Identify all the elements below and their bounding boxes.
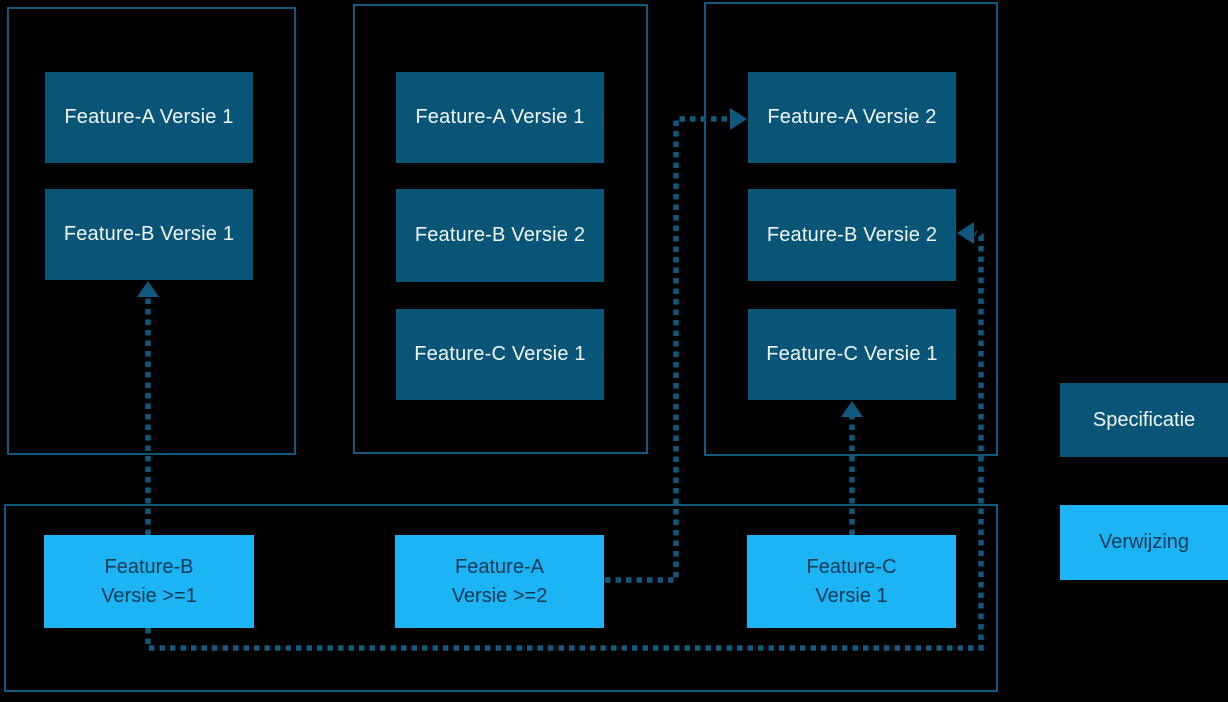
spec2-feature-b-v2-label: Feature-B Versie 2 <box>414 224 586 246</box>
spec3-feature-c-v1: Feature-C Versie 1 <box>748 309 956 400</box>
spec2-feature-a-v1: Feature-A Versie 1 <box>396 72 604 163</box>
spec1-feature-b-v1-label: Feature-B Versie 1 <box>63 223 235 245</box>
spec1-feature-a-v1-label: Feature-A Versie 1 <box>64 106 234 128</box>
legend-reference: Verwijzing <box>1060 505 1228 580</box>
spec3-feature-b-v2-label: Feature-B Versie 2 <box>766 223 938 246</box>
spec3-feature-c-v1-label: Feature-C Versie 1 <box>766 343 938 365</box>
reference-feature-b-line2: Versie >=1 <box>101 584 197 607</box>
reference-feature-b-line1: Feature-B <box>104 555 194 578</box>
reference-feature-a-line2: Versie >=2 <box>451 584 548 607</box>
reference-feature-c-line1: Feature-C <box>806 555 897 578</box>
spec2-feature-c-v1: Feature-C Versie 1 <box>396 309 604 400</box>
reference-feature-c-line2: Versie 1 <box>815 584 888 607</box>
spec3-feature-a-v2-label: Feature-A Versie 2 <box>767 106 937 128</box>
spec3-feature-a-v2: Feature-A Versie 2 <box>748 72 956 163</box>
legend-specification: Specificatie <box>1060 383 1228 457</box>
spec1-feature-a-v1: Feature-A Versie 1 <box>45 72 253 163</box>
reference-feature-a: Feature-A Versie >=2 <box>395 535 604 628</box>
legend-reference-label: Verwijzing <box>1098 531 1190 553</box>
specification-1-container <box>7 7 296 455</box>
legend-specification-label: Specificatie <box>1092 408 1196 431</box>
specification-2-container <box>353 4 648 454</box>
spec3-feature-b-v2: Feature-B Versie 2 <box>748 189 956 281</box>
reference-feature-c: Feature-C Versie 1 <box>747 535 956 628</box>
reference-feature-b: Feature-B Versie >=1 <box>44 535 254 628</box>
spec2-feature-a-v1-label: Feature-A Versie 1 <box>415 106 585 128</box>
reference-feature-a-line1: Feature-A <box>455 555 544 578</box>
spec2-feature-b-v2: Feature-B Versie 2 <box>396 189 604 282</box>
spec2-feature-c-v1-label: Feature-C Versie 1 <box>414 343 586 365</box>
spec1-feature-b-v1: Feature-B Versie 1 <box>45 189 253 280</box>
specification-3-container <box>704 2 998 456</box>
references-container <box>4 504 998 692</box>
